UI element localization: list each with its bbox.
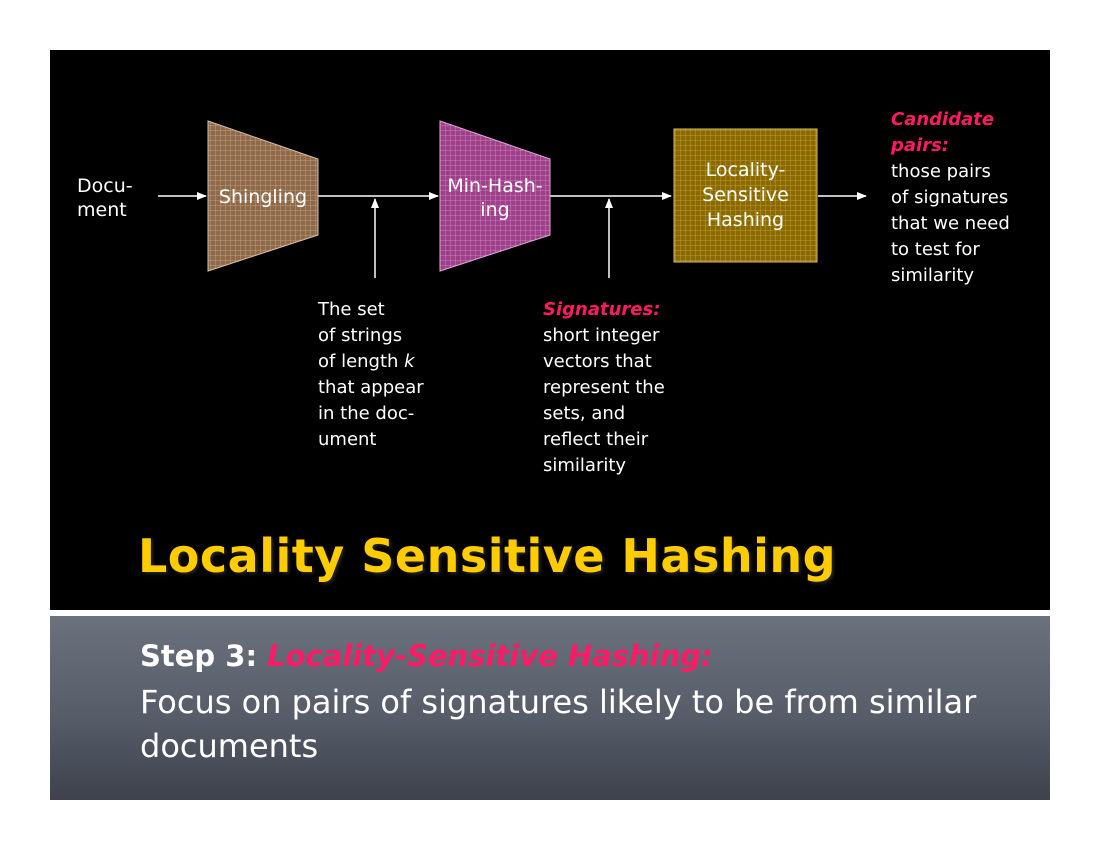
- step-label: Step 3:: [140, 639, 268, 673]
- candidate-heading: Candidate pairs:: [891, 109, 995, 156]
- step-panel: [50, 616, 1050, 800]
- signatures-note: Signatures: short integer vectors that r…: [543, 297, 665, 479]
- diagram-panel: Docu- ment Shingling Min-Hash- ing Local…: [50, 50, 1050, 610]
- minhash-box: [439, 120, 551, 272]
- lsh-box: [673, 128, 818, 263]
- candidate-text: those pairs of signatures that we need t…: [891, 161, 1010, 286]
- signatures-text: short integer vectors that represent the…: [543, 325, 665, 476]
- slide-title: Locality Sensitive Hashing: [138, 529, 837, 583]
- candidate-pairs-note: Candidate pairs: those pairs of signatur…: [891, 107, 1010, 289]
- step-heading: Step 3: Locality-Sensitive Hashing:: [140, 636, 713, 676]
- slide: Docu- ment Shingling Min-Hash- ing Local…: [50, 50, 1050, 800]
- step-name: Locality-Sensitive Hashing:: [267, 639, 713, 673]
- set-note-k: k: [404, 351, 415, 372]
- set-note-rest: that appear in the doc- ument: [318, 377, 424, 450]
- divider: [50, 610, 1050, 616]
- step-description: Focus on pairs of signatures likely to b…: [140, 683, 977, 765]
- set-of-strings-note: The set of strings of length k that appe…: [318, 297, 424, 453]
- shingling-label: Shingling: [218, 186, 308, 208]
- document-label: Docu- ment: [77, 175, 133, 221]
- minhash-label: Min-Hash- ing: [447, 175, 543, 221]
- pipeline-diagram: [158, 120, 867, 278]
- lsh-label: Locality- Sensitive Hashing: [702, 159, 789, 231]
- shingling-box: [207, 120, 319, 272]
- signatures-heading: Signatures:: [543, 299, 661, 320]
- set-note-text: The set of strings of length: [318, 299, 403, 372]
